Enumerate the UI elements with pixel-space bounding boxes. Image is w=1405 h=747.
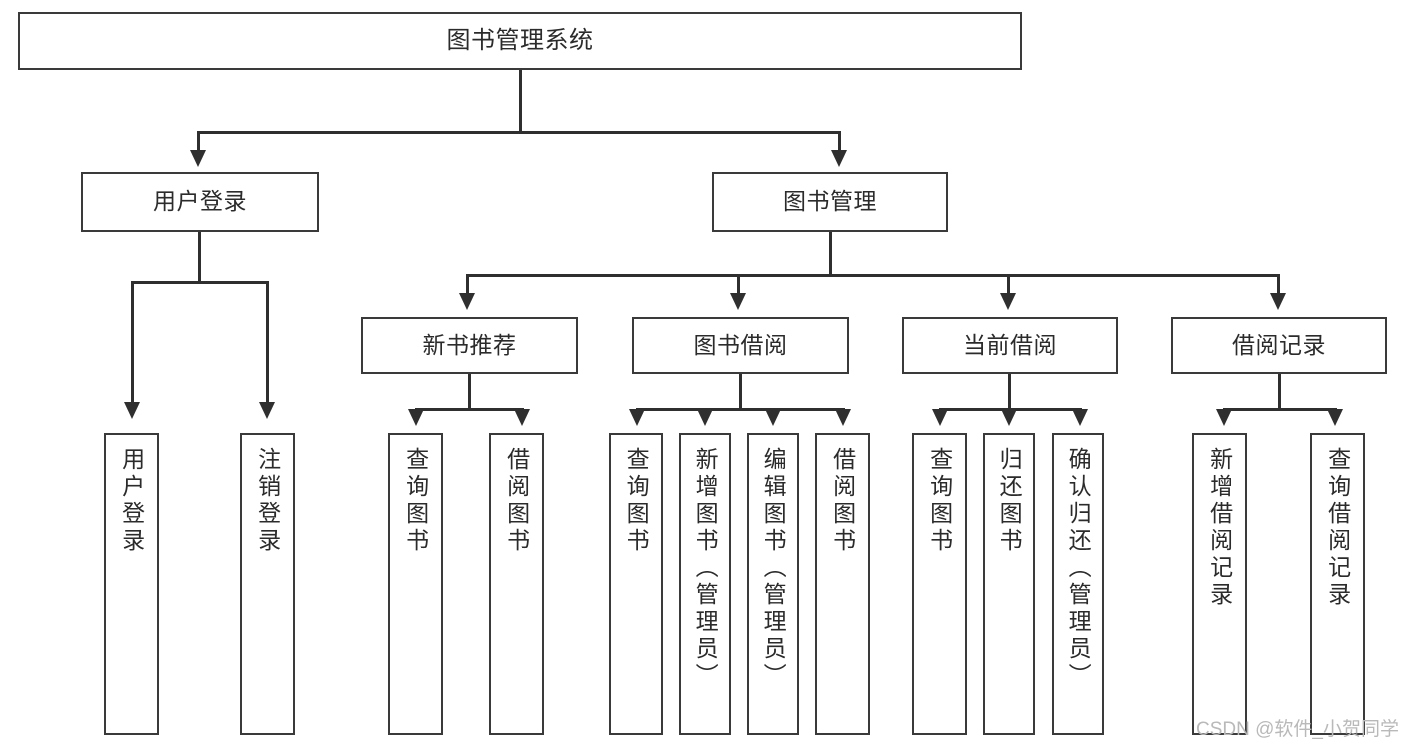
node-leaf-edit-book-label: 编辑图书（管理员） — [760, 447, 787, 690]
edge-bm-to-borrow-record — [1277, 274, 1280, 296]
arrow-bm-to-new-book — [459, 293, 475, 310]
node-current-borrow[interactable]: 当前借阅 — [902, 317, 1118, 374]
node-leaf-borrow-book-2[interactable]: 借阅图书 — [815, 433, 870, 735]
node-leaf-confirm-return-label: 确认归还（管理员） — [1065, 447, 1092, 690]
arrow-current-borrow-1 — [932, 409, 948, 426]
arrow-root-to-book-management — [831, 150, 847, 167]
node-leaf-confirm-return[interactable]: 确认归还（管理员） — [1052, 433, 1104, 735]
edge-bm-to-current-borrow — [1007, 274, 1010, 296]
node-leaf-query-record-label: 查询借阅记录 — [1324, 447, 1351, 609]
edge-new-book-bus — [415, 408, 523, 411]
node-book-management[interactable]: 图书管理 — [712, 172, 948, 232]
node-current-borrow-label: 当前借阅 — [963, 331, 1057, 358]
edge-user-login-right — [266, 281, 269, 405]
edge-book-management-stem — [829, 232, 832, 276]
node-leaf-borrow-book-2-label: 借阅图书 — [829, 447, 856, 555]
node-leaf-edit-book[interactable]: 编辑图书（管理员） — [747, 433, 799, 735]
node-leaf-return-book-label: 归还图书 — [996, 447, 1023, 555]
node-leaf-query-book-3-label: 查询图书 — [926, 447, 953, 555]
edge-user-login-stem — [198, 232, 201, 283]
edge-book-borrow-bus — [636, 408, 844, 411]
node-leaf-add-book[interactable]: 新增图书（管理员） — [679, 433, 731, 735]
node-leaf-logout-login[interactable]: 注销登录 — [240, 433, 295, 735]
edge-borrow-record-stem — [1278, 374, 1281, 410]
node-user-login-label: 用户登录 — [153, 188, 247, 215]
arrow-book-borrow-4 — [835, 409, 851, 426]
arrow-new-book-r — [514, 409, 530, 426]
node-leaf-logout-login-label: 注销登录 — [254, 447, 281, 555]
node-book-borrow-label: 图书借阅 — [693, 331, 788, 358]
node-leaf-query-book-3[interactable]: 查询图书 — [912, 433, 967, 735]
node-leaf-query-record[interactable]: 查询借阅记录 — [1310, 433, 1365, 735]
arrow-current-borrow-2 — [1001, 409, 1017, 426]
edge-bm-to-new-book — [466, 274, 469, 296]
arrow-borrow-record-l — [1216, 409, 1232, 426]
edge-root-to-book-management — [838, 131, 841, 153]
edge-user-login-left — [131, 281, 134, 405]
arrow-current-borrow-3 — [1072, 409, 1088, 426]
arrow-bm-to-current-borrow — [1000, 293, 1016, 310]
node-borrow-record[interactable]: 借阅记录 — [1171, 317, 1387, 374]
node-book-management-label: 图书管理 — [783, 188, 877, 215]
edge-borrow-record-bus — [1223, 408, 1336, 411]
edge-book-management-bus — [466, 274, 1278, 277]
edge-bm-to-book-borrow — [737, 274, 740, 296]
node-leaf-add-record-label: 新增借阅记录 — [1206, 447, 1233, 609]
edge-current-borrow-stem — [1008, 374, 1011, 410]
arrow-book-borrow-3 — [765, 409, 781, 426]
edge-root-to-user-login — [197, 131, 200, 153]
edge-new-book-stem — [468, 374, 471, 410]
arrow-new-book-l — [408, 409, 424, 426]
node-leaf-query-book-2[interactable]: 查询图书 — [609, 433, 663, 735]
arrow-user-login-left — [124, 402, 140, 419]
edge-book-borrow-stem — [739, 374, 742, 410]
arrow-book-borrow-2 — [697, 409, 713, 426]
node-leaf-query-book-1[interactable]: 查询图书 — [388, 433, 443, 735]
node-leaf-add-record[interactable]: 新增借阅记录 — [1192, 433, 1247, 735]
node-new-book-recommend[interactable]: 新书推荐 — [361, 317, 578, 374]
node-book-borrow[interactable]: 图书借阅 — [632, 317, 849, 374]
node-leaf-user-login[interactable]: 用户登录 — [104, 433, 159, 735]
node-leaf-borrow-book-1-label: 借阅图书 — [503, 447, 530, 555]
edge-user-login-bus — [131, 281, 268, 284]
node-leaf-return-book[interactable]: 归还图书 — [983, 433, 1035, 735]
node-leaf-user-login-label: 用户登录 — [118, 447, 145, 555]
arrow-user-login-right — [259, 402, 275, 419]
edge-root-stem — [519, 70, 522, 133]
edge-root-bus — [197, 131, 841, 134]
arrow-borrow-record-r — [1327, 409, 1343, 426]
arrow-bm-to-book-borrow — [730, 293, 746, 310]
node-root-system-label: 图书管理系统 — [446, 26, 594, 54]
node-leaf-add-book-label: 新增图书（管理员） — [692, 447, 719, 690]
arrow-root-to-user-login — [190, 150, 206, 167]
node-user-login[interactable]: 用户登录 — [81, 172, 319, 232]
node-leaf-borrow-book-1[interactable]: 借阅图书 — [489, 433, 544, 735]
node-borrow-record-label: 借阅记录 — [1232, 331, 1326, 358]
node-leaf-query-book-1-label: 查询图书 — [402, 447, 429, 555]
node-leaf-query-book-2-label: 查询图书 — [623, 447, 650, 555]
node-new-book-recommend-label: 新书推荐 — [422, 331, 517, 358]
arrow-bm-to-borrow-record — [1270, 293, 1286, 310]
node-root-system[interactable]: 图书管理系统 — [18, 12, 1022, 70]
arrow-book-borrow-1 — [629, 409, 645, 426]
